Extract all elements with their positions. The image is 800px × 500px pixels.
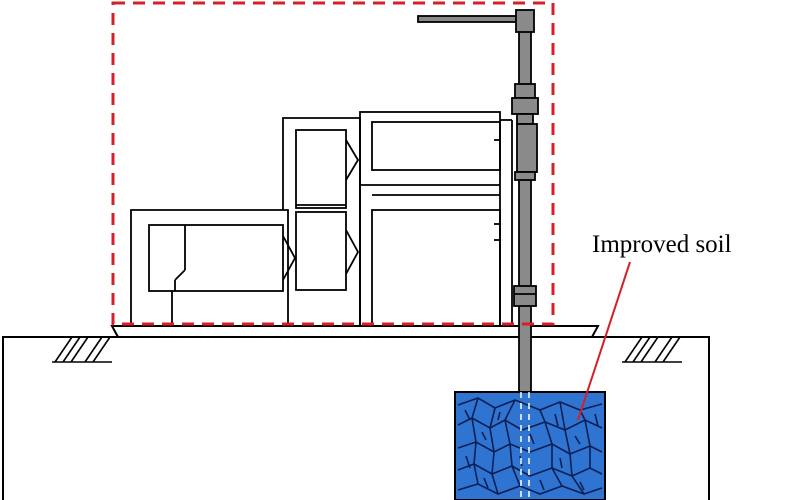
machine-highlight-frame [111,1,555,326]
annotation-leader-line [577,261,631,421]
ground-hatch-right [622,336,682,363]
machine-body [130,111,513,327]
improved-soil-label: Improved soil [592,231,732,258]
ground-hatch-left [52,336,112,363]
improved-soil-block [454,391,606,500]
drill-mast [417,9,539,416]
machine-base-plate [110,325,600,338]
